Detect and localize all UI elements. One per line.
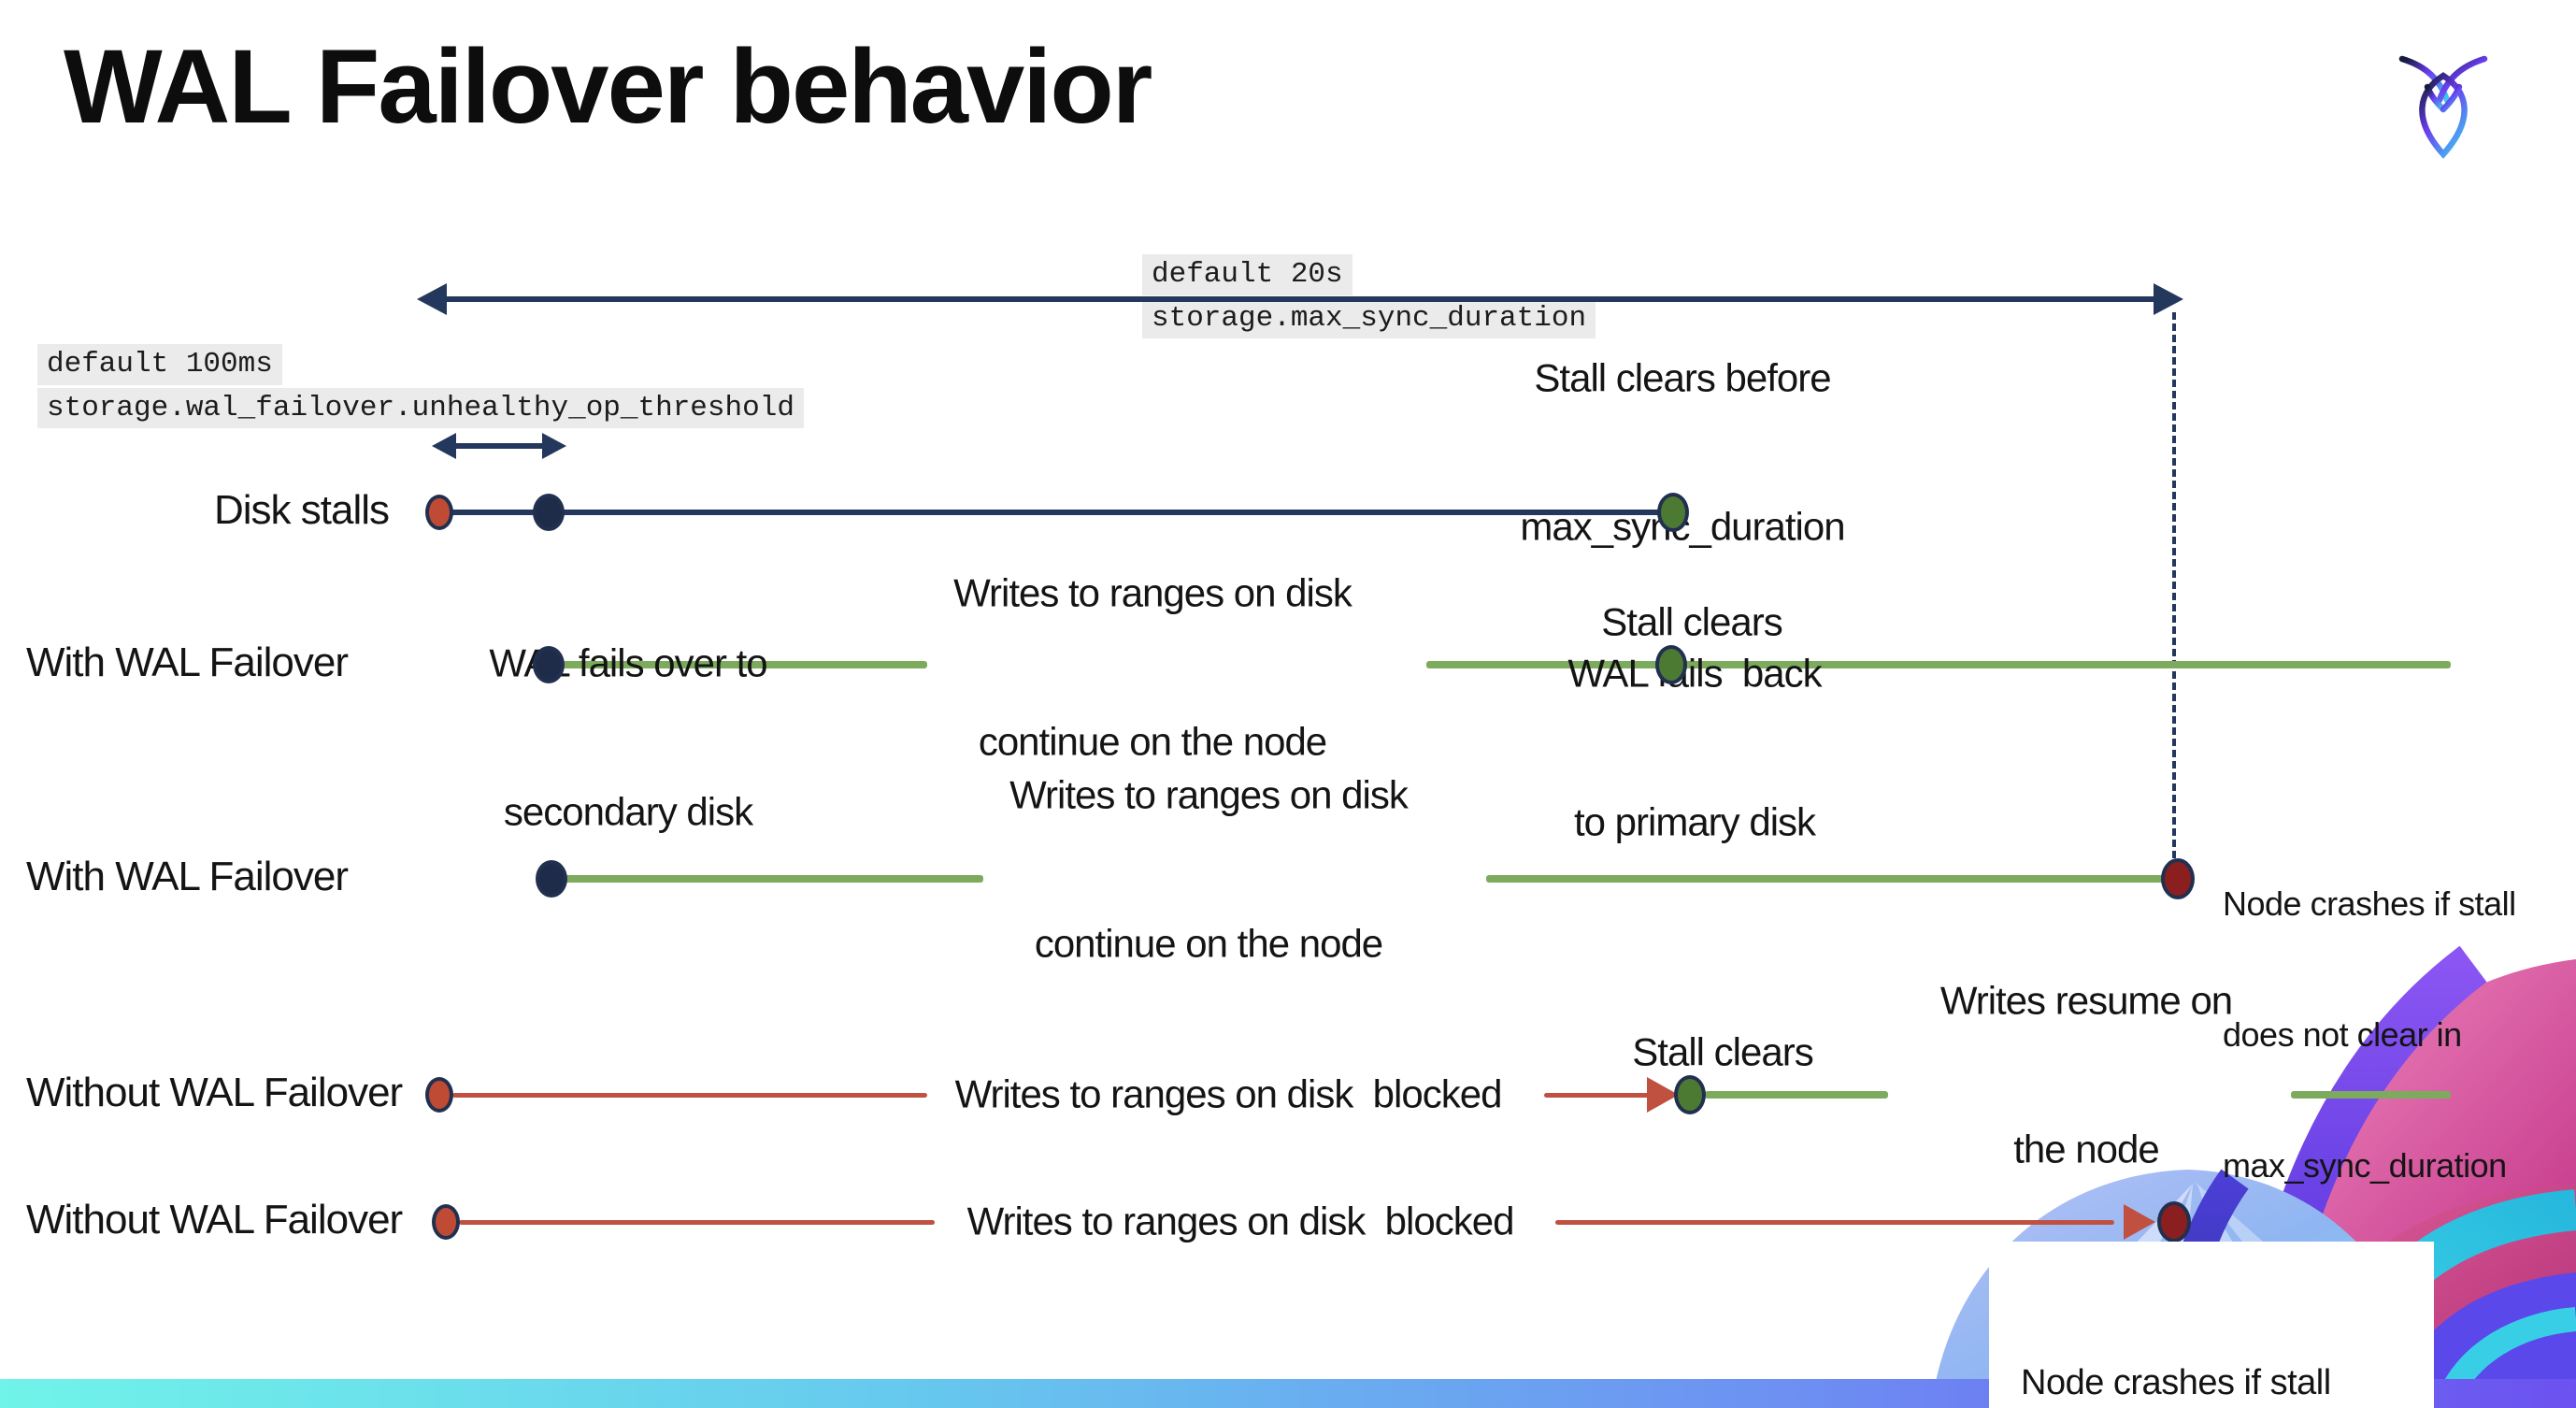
row-label-with-wal-failover-2: With WAL Failover xyxy=(26,854,349,899)
failover-dot xyxy=(536,860,567,898)
blocked-writes-line xyxy=(1544,1093,1651,1098)
red-arrow-head-icon xyxy=(1647,1077,1679,1113)
row-label-with-wal-failover-1: With WAL Failover xyxy=(26,639,349,685)
failback-note: WAL fails back to primary disk xyxy=(1567,651,1822,843)
max-sync-duration-arrow-line xyxy=(443,296,2157,302)
arrow-right-head-icon xyxy=(2154,283,2183,315)
writes-resume-note: Writes resume on the node xyxy=(1939,978,2233,1171)
stall-clear-dot xyxy=(1655,645,1687,684)
setting-name-chip: storage.max_sync_duration xyxy=(1142,297,1596,339)
node-crash-dot xyxy=(2161,858,2195,899)
healthy-writes-line xyxy=(1426,661,2451,668)
stall-start-dot xyxy=(425,1077,453,1113)
resumed-writes-line xyxy=(2291,1091,2451,1099)
healthy-writes-line xyxy=(565,875,983,883)
setting-default-chip: default 20s xyxy=(1142,254,1352,295)
row-label-disk-stalls: Disk stalls xyxy=(213,487,390,533)
row-label-without-wal-failover-1: Without WAL Failover xyxy=(26,1070,403,1115)
blocked-writes-line xyxy=(452,1093,927,1098)
blocked-writes-line xyxy=(1555,1220,2114,1225)
resumed-writes-line xyxy=(1705,1091,1888,1099)
blocked-writes-line xyxy=(459,1220,935,1225)
stall-clear-dot xyxy=(1657,493,1689,532)
threshold-dot xyxy=(533,494,565,531)
page-title: WAL Failover behavior xyxy=(64,28,1152,145)
healthy-writes-line xyxy=(563,661,927,668)
setting-name-chip: storage.wal_failover.unhealthy_op_thresh… xyxy=(37,387,804,429)
stall-start-dot xyxy=(425,495,453,530)
node-crash-dot xyxy=(2157,1201,2191,1243)
arrow-right-head-icon xyxy=(542,433,566,459)
healthy-writes-line xyxy=(1486,875,2165,883)
disk-stalls-timeline xyxy=(439,510,1673,515)
stall-clears-note: Stall clears xyxy=(1601,599,1782,644)
node-crash-note: Node crashes if stall does not clear in … xyxy=(2223,884,2516,1185)
arrow-left-head-icon xyxy=(417,283,447,315)
stall-clears-note: Stall clears xyxy=(1632,1029,1813,1074)
writes-continue-note: Writes to ranges on disk continue on the… xyxy=(953,570,1352,763)
failover-dot xyxy=(533,646,565,683)
red-arrow-head-icon xyxy=(2124,1204,2155,1240)
stall-clear-dot xyxy=(1674,1075,1706,1114)
stall-start-dot xyxy=(432,1204,460,1240)
max-sync-duration-setting: default 20s storage.max_sync_duration xyxy=(1142,254,1596,339)
row-label-without-wal-failover-2: Without WAL Failover xyxy=(26,1197,403,1243)
threshold-arrow-line xyxy=(452,443,546,449)
writes-continue-note: Writes to ranges on disk continue on the… xyxy=(1009,772,1409,965)
arrow-left-head-icon xyxy=(432,433,456,459)
unhealthy-op-threshold-setting: default 100ms storage.wal_failover.unhea… xyxy=(37,344,804,429)
cockroachdb-logo-icon xyxy=(2398,55,2488,159)
writes-blocked-note: Writes to ranges on disk blocked xyxy=(954,1071,1503,1116)
writes-blocked-note: Writes to ranges on disk blocked xyxy=(966,1199,1515,1243)
node-crash-note: Node crashes if stall does not clear in … xyxy=(2021,1362,2331,1402)
failover-note: WAL fails over to secondary disk xyxy=(489,640,767,833)
max-sync-deadline-dashed-line xyxy=(2172,312,2176,858)
node-crash-callout: Node crashes if stall does not clear in … xyxy=(1989,1242,2434,1408)
setting-default-chip: default 100ms xyxy=(37,344,282,385)
